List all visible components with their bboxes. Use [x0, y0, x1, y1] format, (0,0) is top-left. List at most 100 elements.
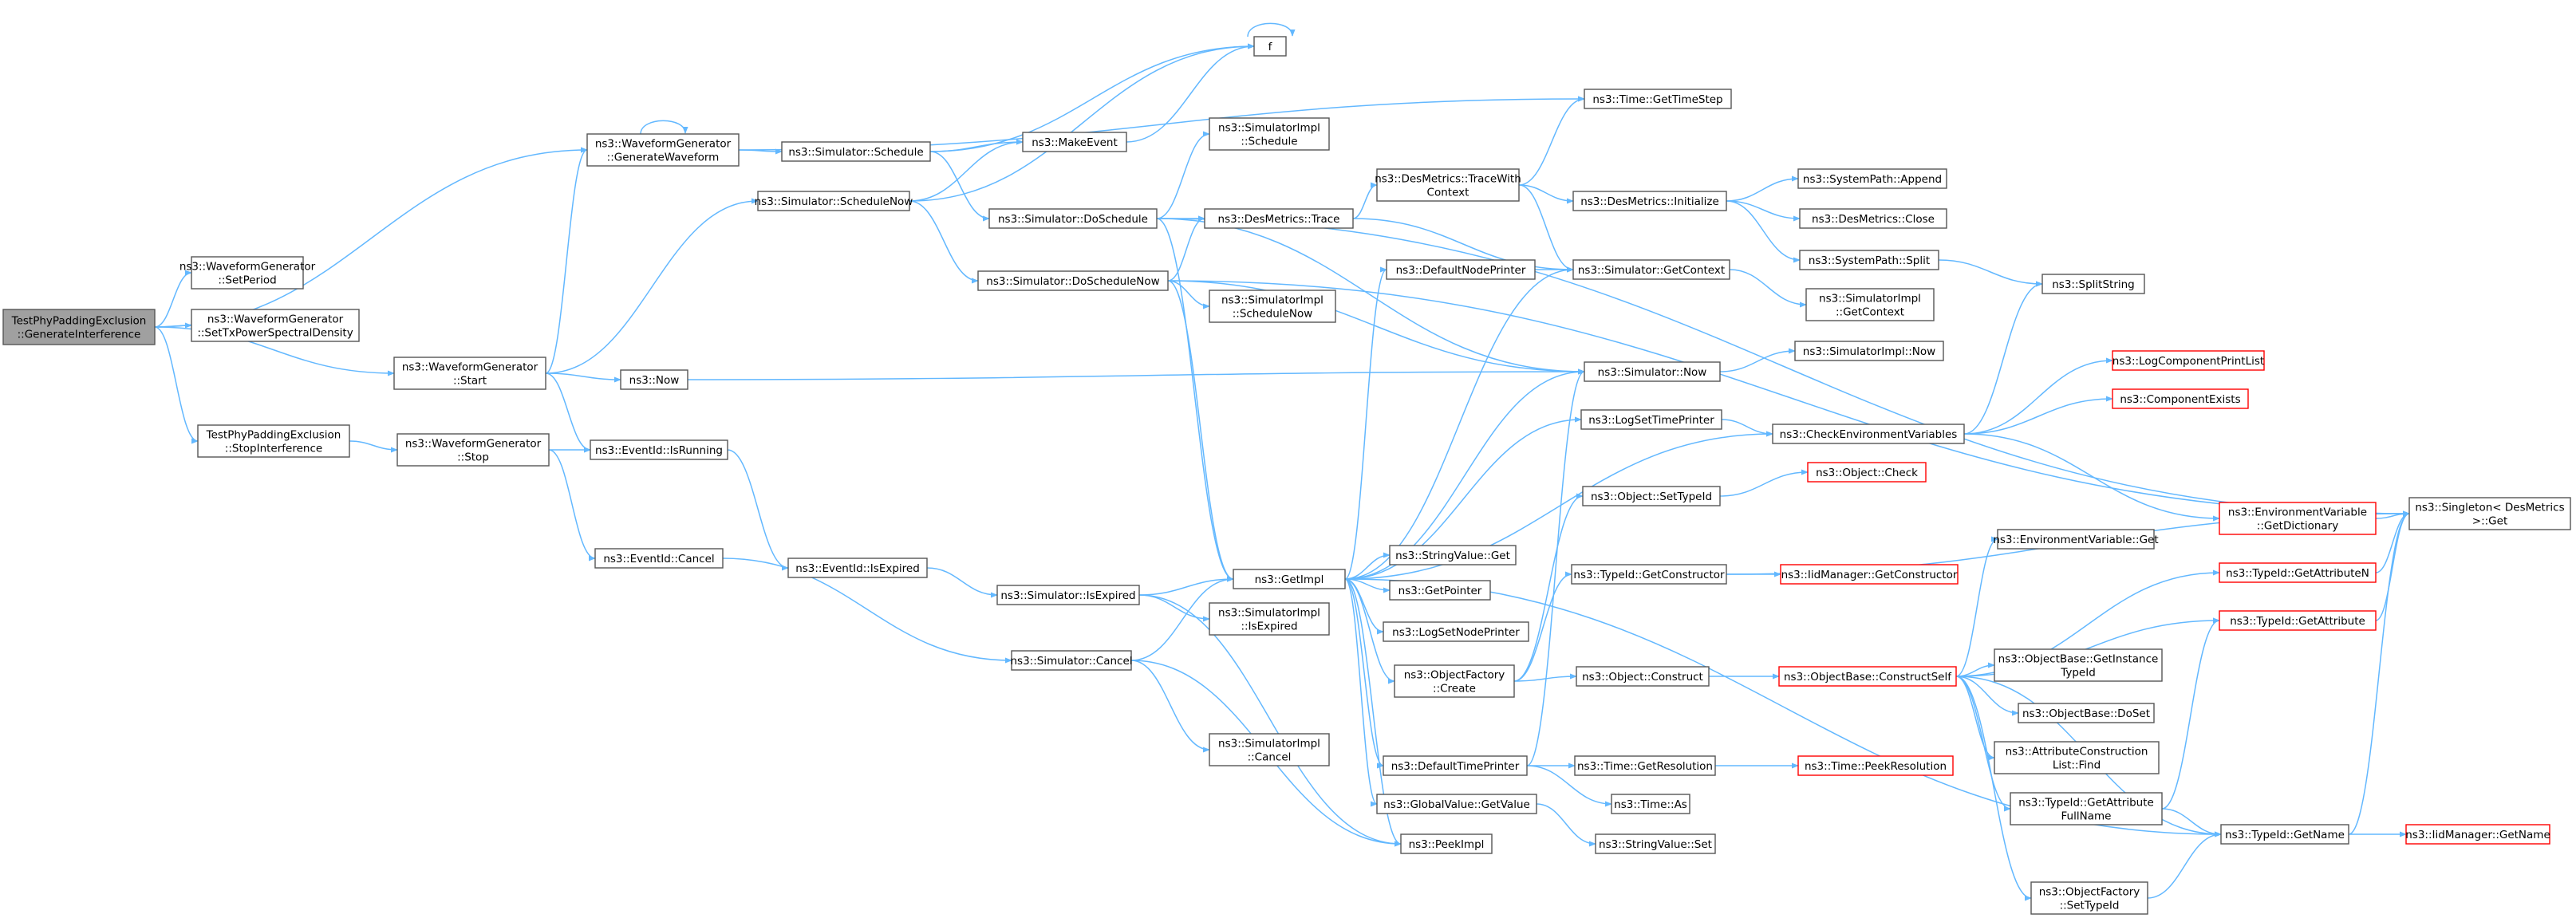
node-label: ns3::GetPointer [1398, 585, 1482, 597]
node-implcancel[interactable]: ns3::SimulatorImpl::Cancel [1209, 733, 1330, 766]
node-label: ns3::Object::Construct [1582, 671, 1703, 684]
node-box [1994, 648, 2163, 682]
node-envgetdict[interactable]: ns3::EnvironmentVariable::GetDictionary [2219, 502, 2377, 535]
node-doschedule[interactable]: ns3::Simulator::DoSchedule [988, 208, 1158, 229]
node-getpointer[interactable]: ns3::GetPointer [1389, 580, 1491, 601]
node-stopinterf[interactable]: TestPhyPaddingExclusion::StopInterferenc… [197, 424, 350, 458]
node-destrace[interactable]: ns3::DesMetrics::Trace [1204, 208, 1354, 229]
node-setperiod[interactable]: ns3::WaveformGenerator::SetPeriod [179, 256, 316, 290]
node-iidgetname[interactable]: ns3::IidManager::GetName [2405, 824, 2550, 845]
edge-destracewith-to-gettimestep [1518, 96, 1585, 186]
node-label: ns3::GlobalValue::GetValue [1383, 798, 1530, 811]
node-defnodeprinter[interactable]: ns3::DefaultNodePrinter [1386, 259, 1536, 280]
node-logsettimeprinter[interactable]: ns3::LogSetTimePrinter [1580, 409, 1722, 430]
node-gettimestep[interactable]: ns3::Time::GetTimeStep [1584, 89, 1732, 109]
node-timepeekres[interactable]: ns3::Time::PeekResolution [1797, 755, 1954, 776]
node-spappend[interactable]: ns3::SystemPath::Append [1797, 168, 1947, 189]
node-implnow[interactable]: ns3::SimulatorImpl::Now [1794, 341, 1944, 361]
node-objconstruct[interactable]: ns3::Object::Construct [1576, 666, 1710, 687]
node-label: ns3::PeekImpl [1409, 838, 1485, 851]
edge-getimpl-to-simnow [1344, 368, 1585, 580]
edge-tidgetname-to-singleton [2348, 510, 2410, 835]
node-box [1780, 564, 1959, 585]
node-label: TestPhyPaddingExclusion [206, 429, 341, 442]
node-checkenv[interactable]: ns3::CheckEnvironmentVariables [1772, 424, 1965, 444]
node-evcancel[interactable]: ns3::EventId::Cancel [594, 548, 724, 569]
node-getimpl[interactable]: ns3::GetImpl [1233, 569, 1346, 589]
edge-wgstart-to-genwave [545, 147, 588, 374]
node-tidgetattr[interactable]: ns3::TypeId::GetAttribute [2219, 610, 2377, 631]
edge-checkenv-to-splitstring [1963, 281, 2043, 435]
node-strvalget[interactable]: ns3::StringValue::Get [1389, 545, 1517, 565]
node-tidgetname[interactable]: ns3::TypeId::GetName [2220, 824, 2349, 845]
node-objbaseconstruct[interactable]: ns3::ObjectBase::ConstructSelf [1778, 666, 1957, 687]
node-box [996, 585, 1140, 605]
node-schedule[interactable]: ns3::Simulator::Schedule [781, 141, 931, 162]
node-desinit[interactable]: ns3::DesMetrics::Initialize [1572, 191, 1727, 211]
node-box [977, 270, 1169, 291]
node-deftimeprinter[interactable]: ns3::DefaultTimePrinter [1383, 755, 1528, 776]
edge-schedule-to-doschedule [929, 151, 990, 222]
node-isrunning[interactable]: ns3::EventId::IsRunning [590, 439, 728, 460]
node-iidgetconstructor[interactable]: ns3::IidManager::GetConstructor [1780, 564, 1959, 585]
node-box [1376, 794, 1537, 814]
node-root[interactable]: TestPhyPaddingExclusion::GenerateInterfe… [2, 309, 156, 345]
node-wgstart[interactable]: ns3::WaveformGenerator::Start [393, 357, 546, 390]
node-makeevent[interactable]: ns3::MakeEvent [1022, 132, 1127, 152]
node-envvarget[interactable]: ns3::EnvironmentVariable::Get [1993, 529, 2159, 550]
node-label: ns3::SimulatorImpl [1218, 738, 1320, 751]
node-simisexpired[interactable]: ns3::Simulator::IsExpired [996, 585, 1140, 605]
node-label: ns3::SystemPath::Append [1803, 173, 1942, 186]
node-wgstop[interactable]: ns3::WaveformGenerator::Stop [396, 433, 550, 467]
node-gvgetvalue[interactable]: ns3::GlobalValue::GetValue [1376, 794, 1537, 814]
node-f[interactable]: f [1253, 36, 1287, 57]
node-desclose[interactable]: ns3::DesMetrics::Close [1799, 208, 1947, 229]
node-peekimpl[interactable]: ns3::PeekImpl [1400, 833, 1493, 854]
edge-getcontext-to-implgetcontext [1729, 269, 1807, 308]
call-nodes: TestPhyPaddingExclusion::GenerateInterfe… [2, 36, 2571, 915]
node-objcheck[interactable]: ns3::Object::Check [1807, 462, 1927, 483]
node-logcompprint[interactable]: ns3::LogComponentPrintList [2112, 350, 2265, 371]
node-logsetnodeprinter[interactable]: ns3::LogSetNodePrinter [1383, 621, 1529, 642]
node-obdoset[interactable]: ns3::ObjectBase::DoSet [2018, 703, 2155, 723]
node-now[interactable]: ns3::Now [620, 369, 688, 390]
node-implschedule[interactable]: ns3::SimulatorImpl::Schedule [1209, 117, 1330, 151]
node-ofsettypeid[interactable]: ns3::ObjectFactory::SetTypeId [2030, 881, 2148, 915]
edge-objfactcreate-to-objconstruct [1513, 673, 1577, 682]
node-tidgetconstructor[interactable]: ns3::TypeId::GetConstructor [1571, 564, 1727, 585]
node-box [197, 424, 350, 458]
node-implgetcontext[interactable]: ns3::SimulatorImpl::GetContext [1805, 288, 1935, 321]
node-objsettypeid[interactable]: ns3::Object::SetTypeId [1582, 486, 1721, 506]
edge-getimpl-to-peekimpl [1344, 578, 1402, 847]
node-simcancel[interactable]: ns3::Simulator::Cancel [1010, 650, 1133, 671]
node-timeas[interactable]: ns3::Time::As [1611, 794, 1690, 814]
node-simnow[interactable]: ns3::Simulator::Now [1584, 361, 1721, 382]
node-box [594, 548, 724, 569]
edge-doschednow-to-getimpl [1167, 280, 1234, 582]
node-splitstring[interactable]: ns3::SplitString [2041, 274, 2145, 294]
node-isexpired[interactable]: ns3::EventId::IsExpired [787, 558, 928, 578]
node-genwave[interactable]: ns3::WaveformGenerator::GenerateWaveform [586, 133, 740, 167]
node-label: ns3::EventId::IsExpired [795, 562, 920, 575]
node-doschednow[interactable]: ns3::Simulator::DoScheduleNow [977, 270, 1169, 291]
node-box [1209, 290, 1336, 323]
node-implschednow[interactable]: ns3::SimulatorImpl::ScheduleNow [1209, 290, 1336, 323]
node-label: ns3::StringValue::Set [1599, 838, 1712, 851]
node-singleton[interactable]: ns3::Singleton< DesMetrics>::Get [2408, 497, 2571, 530]
node-settxpsd[interactable]: ns3::WaveformGenerator::SetTxPowerSpectr… [191, 309, 360, 342]
node-compexists[interactable]: ns3::ComponentExists [2112, 388, 2249, 409]
node-spsplit[interactable]: ns3::SystemPath::Split [1799, 250, 1939, 270]
node-schednow[interactable]: ns3::Simulator::ScheduleNow [755, 191, 913, 211]
node-strvalset[interactable]: ns3::StringValue::Set [1595, 833, 1716, 854]
node-objfactcreate[interactable]: ns3::ObjectFactory::Create [1394, 664, 1515, 698]
node-implisexpired[interactable]: ns3::SimulatorImpl::IsExpired [1209, 602, 1330, 636]
node-box [781, 141, 931, 162]
node-getcontext[interactable]: ns3::Simulator::GetContext [1572, 259, 1730, 280]
node-tidgetattrn[interactable]: ns3::TypeId::GetAttributeN [2219, 562, 2377, 583]
edge-wgstop-to-evcancel [548, 449, 596, 561]
node-timegetres[interactable]: ns3::Time::GetResolution [1574, 755, 1716, 776]
